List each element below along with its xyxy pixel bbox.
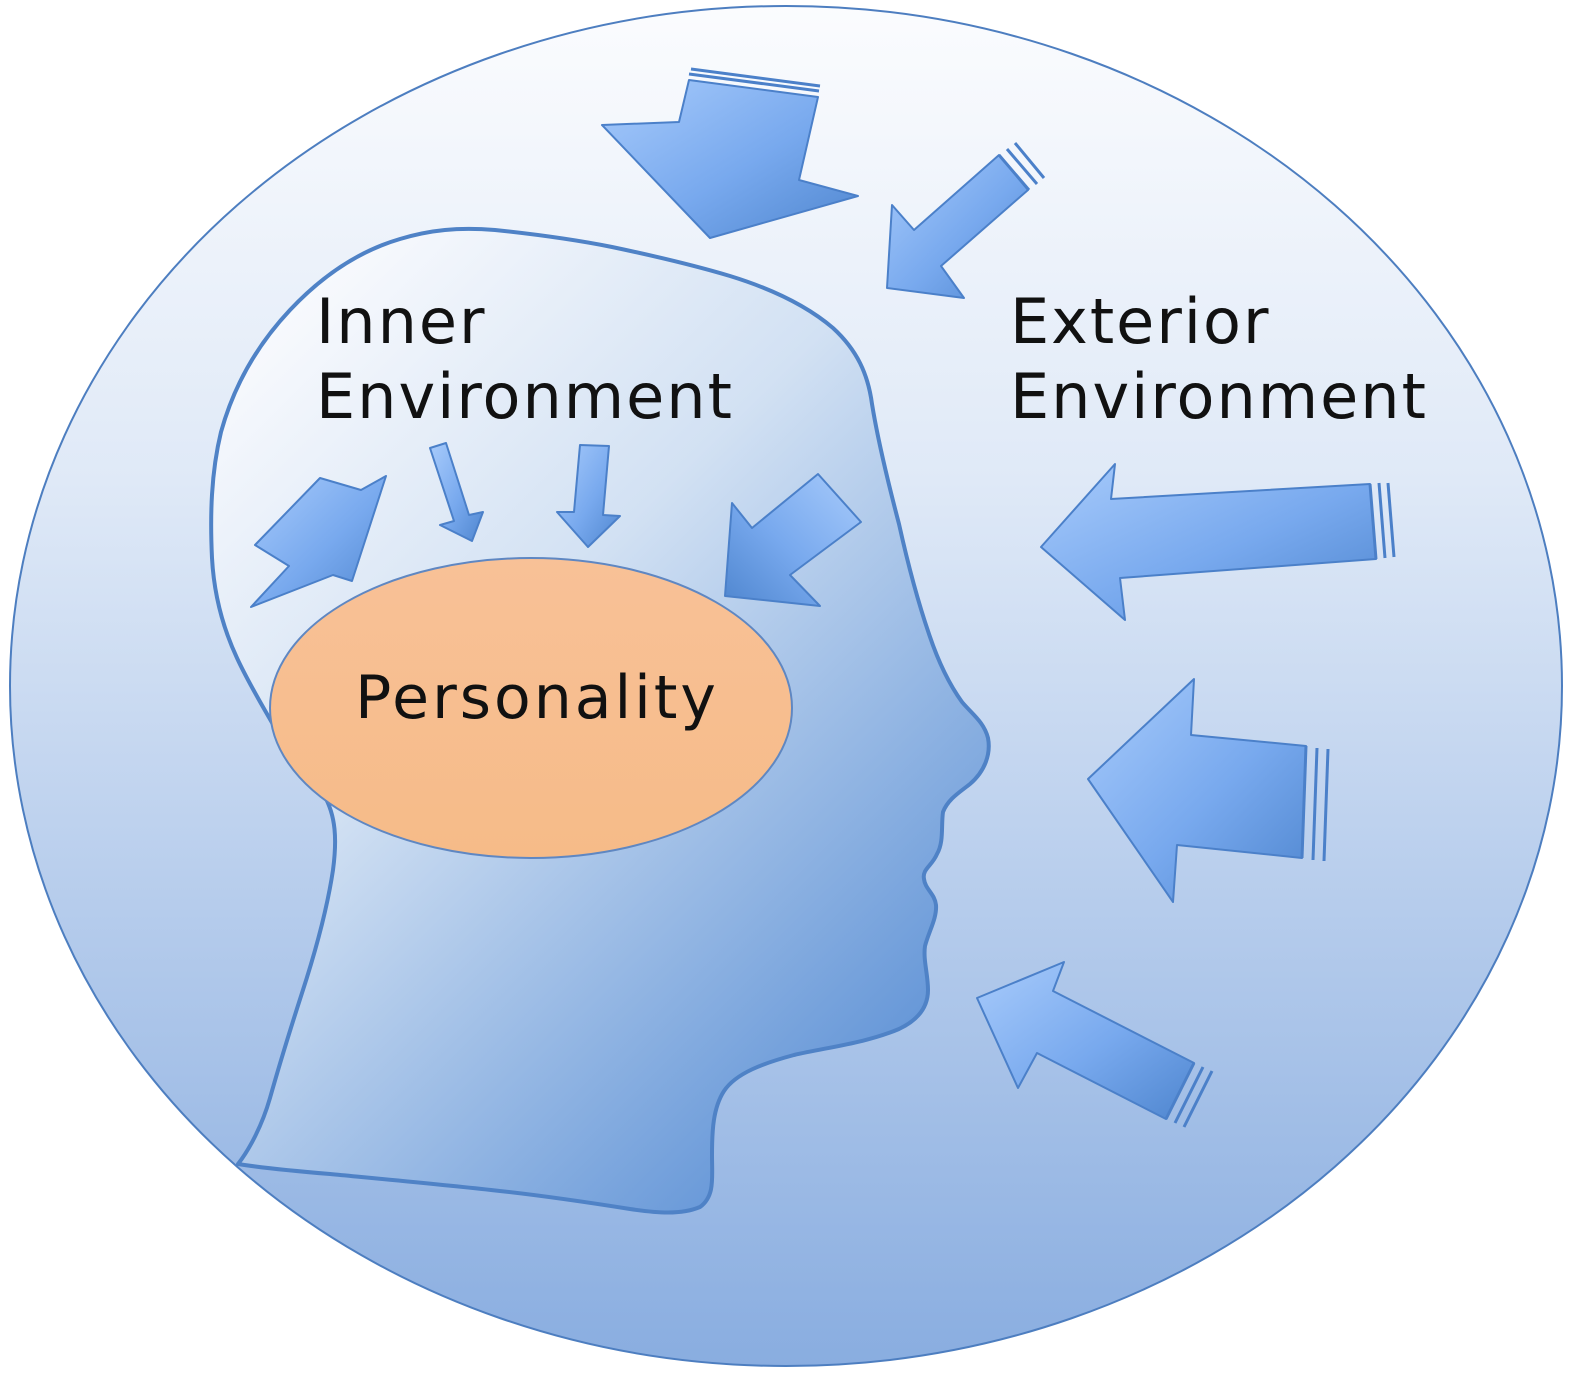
exterior-arrow-top-right (886, 142, 1046, 299)
inner-arrow-right (724, 473, 862, 607)
exterior-arrow-top-left (601, 67, 859, 239)
inner-arrow-small-left (429, 442, 484, 542)
personality-ellipse (269, 557, 793, 859)
inner-label-line-1: Inner (316, 285, 487, 358)
inner-arrow-left (250, 475, 387, 608)
exterior-arrow-bottom (976, 961, 1214, 1128)
inner-arrow-small-center (556, 444, 621, 548)
inner-label-line-2: Environment (316, 360, 734, 433)
exterior-label-line-2: Environment (1010, 360, 1428, 433)
exterior-arrow-middle-lower (1087, 678, 1330, 903)
exterior-arrow-middle-upper (1040, 463, 1396, 621)
exterior-label-line-1: Exterior (1010, 285, 1270, 358)
personality-label: Personality (355, 663, 719, 733)
